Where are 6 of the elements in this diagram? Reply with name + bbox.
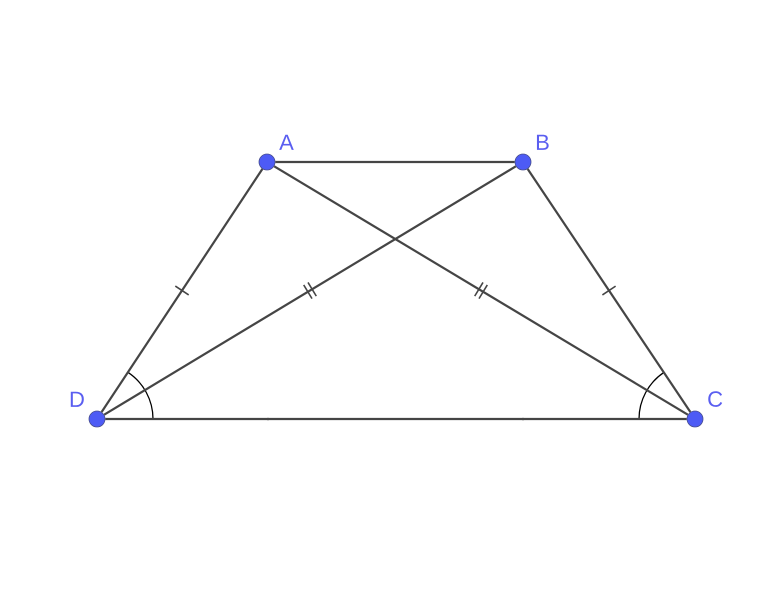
- line-segment: [274, 165, 688, 416]
- line-segment: [104, 165, 516, 416]
- line-segment: [275, 160, 515, 164]
- line-segment: [526, 168, 692, 413]
- line-segment: [100, 168, 264, 413]
- line-segment: [105, 418, 687, 420]
